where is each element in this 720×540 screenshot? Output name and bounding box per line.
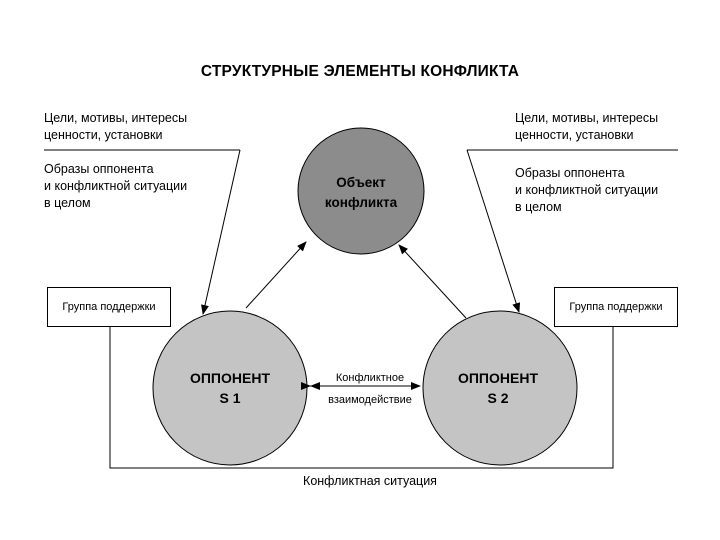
left-goals-line1: Цели, мотивы, интересы: [44, 111, 188, 125]
opponent-s1-line1: ОППОНЕНТ: [189, 370, 270, 386]
right-images-line2: и конфликтной ситуации: [515, 183, 659, 197]
opponent-s2-line2: S 2: [487, 390, 509, 406]
left-images-line1: Образы оппонента: [44, 162, 154, 176]
interaction-label-line1: Конфликтное: [335, 372, 405, 384]
opponent-s2-label: ОППОНЕНТ S 2: [428, 368, 568, 408]
situation-frame: [109, 327, 614, 469]
right-images-line1: Образы оппонента: [515, 166, 625, 180]
situation-label: Конфликтная ситуация: [303, 474, 437, 488]
opponent-s1-label: ОППОНЕНТ S 1: [160, 368, 300, 408]
s1-to-object-arrow: [245, 241, 307, 309]
left-support-group-box: Группа поддержки: [47, 287, 171, 327]
right-goals-line1: Цели, мотивы, интересы: [515, 111, 659, 125]
left-support-label: Группа поддержки: [62, 301, 156, 313]
right-images-note: Образы оппонента и конфликтной ситуации …: [515, 165, 658, 216]
left-images-line3: в целом: [44, 196, 91, 210]
left-goals-line2: ценности, установки: [44, 128, 163, 142]
left-influence-arrow: [201, 149, 241, 315]
right-support-label: Группа поддержки: [569, 301, 663, 313]
opponent-s1-line2: S 1: [219, 390, 241, 406]
right-goals-note: Цели, мотивы, интересы ценности, установ…: [515, 110, 658, 144]
opponent-s2-circle: [422, 310, 578, 466]
left-images-note: Образы оппонента и конфликтной ситуации …: [44, 161, 187, 212]
right-support-group-box: Группа поддержки: [554, 287, 678, 327]
left-goals-note: Цели, мотивы, интересы ценности, установ…: [44, 110, 187, 144]
opponent-s2-line1: ОППОНЕНТ: [457, 370, 538, 386]
object-label-line1: Объект: [336, 175, 386, 190]
right-goals-line2: ценности, установки: [515, 128, 634, 142]
right-influence-arrow: [466, 149, 521, 313]
left-images-line2: и конфликтной ситуации: [44, 179, 188, 193]
diagram-title: СТРУКТУРНЫЕ ЭЛЕМЕНТЫ КОНФЛИКТА: [200, 63, 520, 80]
s2-to-object-arrow: [398, 244, 467, 319]
object-label-line2: конфликта: [324, 195, 398, 210]
object-label: Объект конфликта: [296, 173, 426, 213]
object-circle: [297, 127, 425, 255]
right-images-line3: в целом: [515, 200, 562, 214]
interaction-label-line2: взаимодействие: [328, 394, 412, 406]
